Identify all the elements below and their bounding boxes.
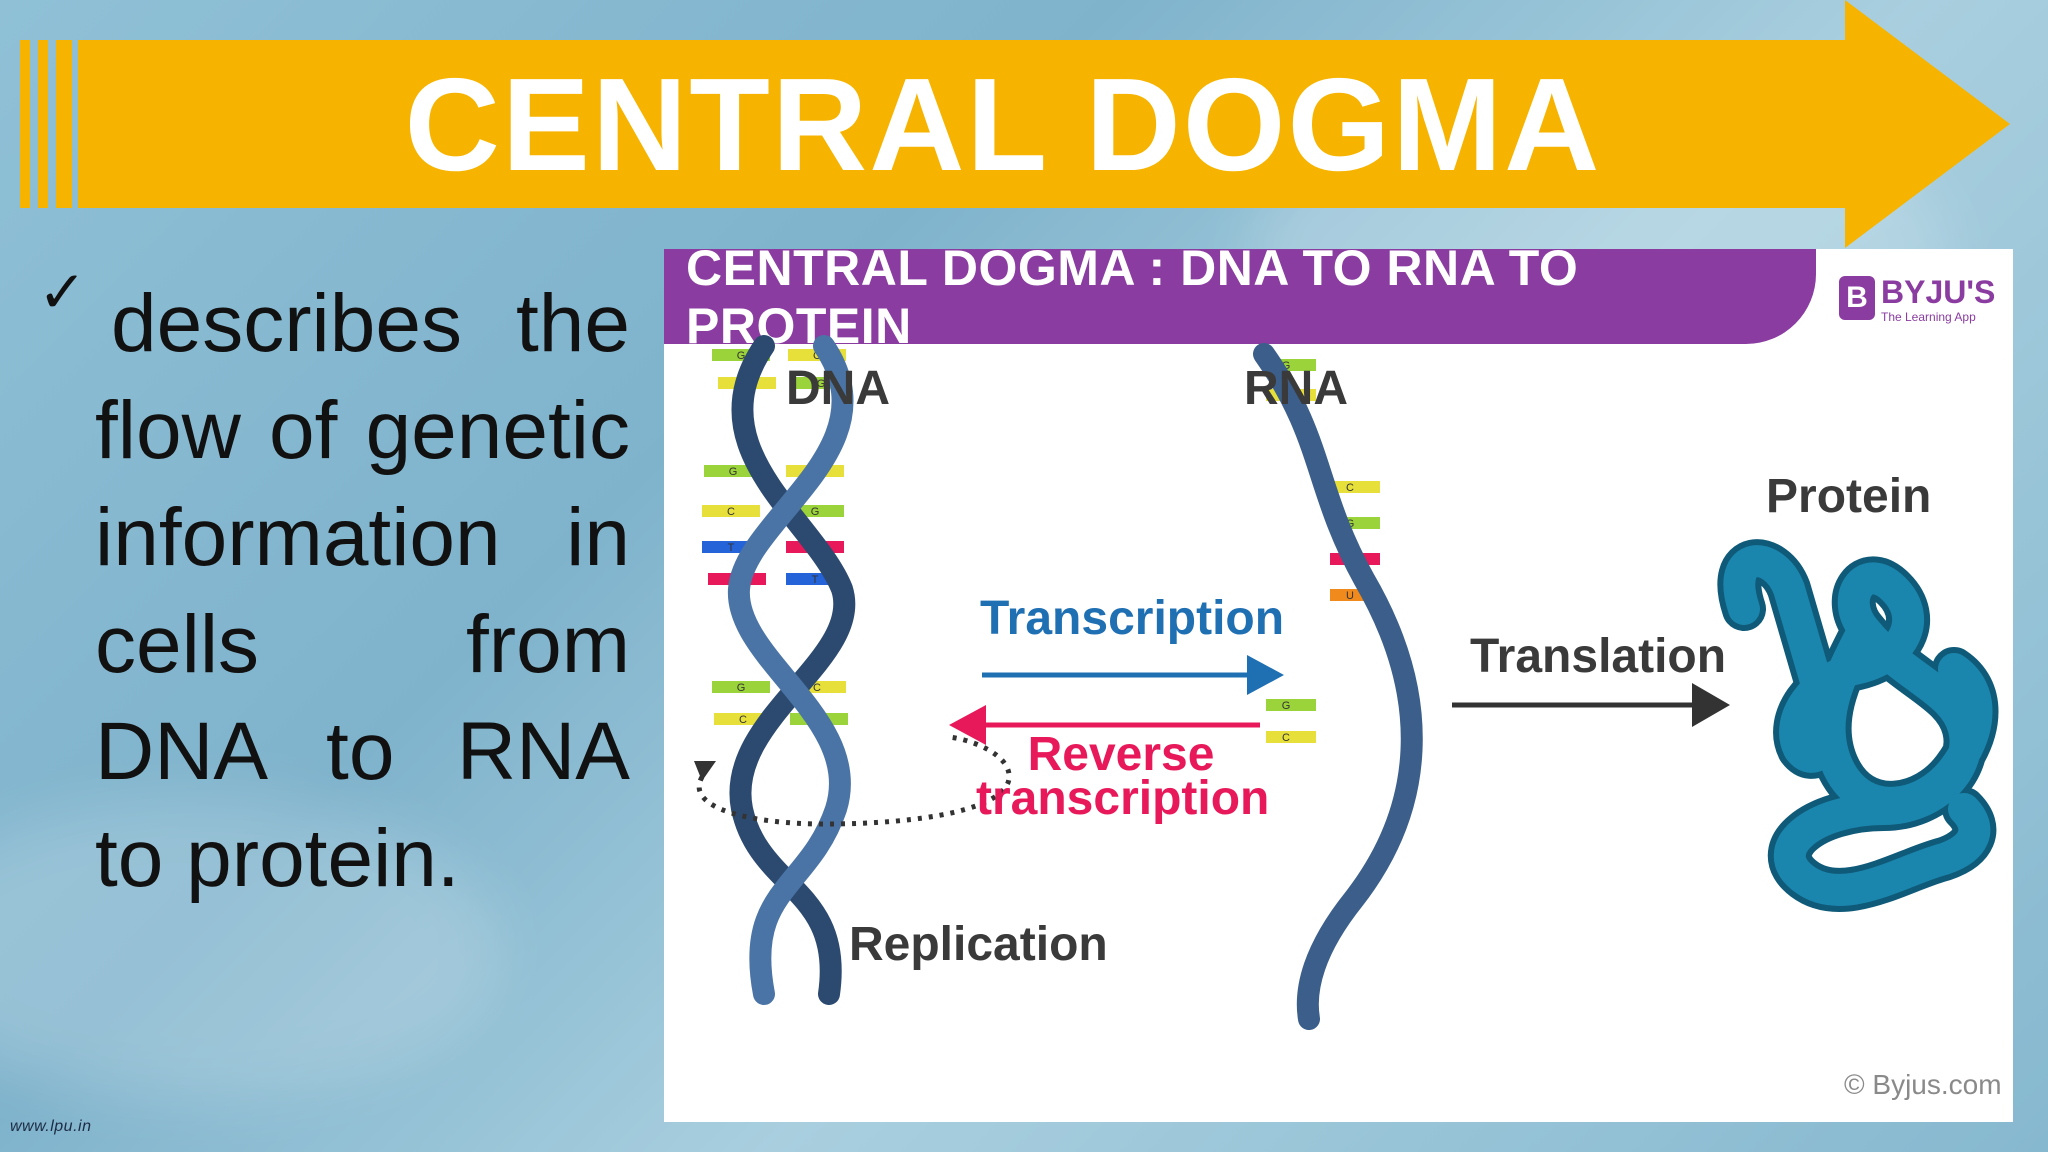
bullet-text: describes the flow of genetic informatio… [95,270,630,912]
rna-base-bar [1330,481,1380,493]
reverse-transcription-label: Reverse transcription [976,731,1269,823]
dna-base-letter: G [737,682,746,694]
rna-base-letter: U [1346,590,1354,602]
dna-strand-front [727,335,854,1005]
dna-base-letter: G [811,506,820,518]
dna-base-letter: C [813,350,821,362]
rna-strand [1253,343,1423,1030]
dna-base-letter: T [728,542,735,554]
dna-base-letter: C [739,714,747,726]
rna-base-bar [1266,699,1316,711]
protein-structure [1717,539,1999,912]
reverse-transcription-line2: transcription [976,772,1270,825]
reverse-transcription-line1: Reverse [1027,728,1215,781]
footer-url: www.lpu.in [10,1118,92,1135]
dna-base-letter: T [812,574,819,586]
copyright-text: © Byjus.com [1844,1069,2002,1100]
byjus-logo: B BYJU'S The Learning App [1839,274,1999,329]
rna-base-letter: G [1346,518,1355,530]
byjus-logo-text: BYJU'S [1881,274,1996,310]
central-dogma-figure: CENTRAL DOGMA : DNA TO RNA TO PROTEIN B … [664,249,2013,1122]
rna-base-letter: G [1282,360,1291,372]
checkmark-icon: ✓ [38,260,87,325]
protein-label: Protein [1766,470,1932,523]
dna-base-letter: G [729,466,738,478]
replication-label: Replication [849,918,1108,971]
slide-title: CENTRAL DOGMA [404,50,1602,198]
dna-base-bar [702,505,760,517]
dna-base-letter: G [737,350,746,362]
figure-header: CENTRAL DOGMA : DNA TO RNA TO PROTEIN [664,249,1816,354]
byjus-logo-mark: B [1839,276,1875,320]
rna-base-letter: G [1282,700,1291,712]
background-highlight [0,800,500,1100]
dna-base-letter: G [817,378,826,390]
rna-label: RNA [1244,362,1348,415]
rna-base-letter: C [1346,482,1354,494]
bullet-rest: the flow of genetic information in cells… [95,278,630,904]
replication-loop [696,734,1012,827]
translation-label: Translation [1470,630,1727,683]
rna-base-letter: C [1282,732,1290,744]
dna-label: DNA [786,362,890,415]
transcription-label: Transcription [980,592,1285,645]
rna-base-bar [1266,731,1316,743]
dna-base-letter: C [727,506,735,518]
dna-base-bar [712,681,770,693]
bullet-first-word: describes [111,278,462,369]
byjus-logo-tagline: The Learning App [1881,310,1976,324]
dna-base-letter: C [813,682,821,694]
title-banner-bars [20,40,72,208]
